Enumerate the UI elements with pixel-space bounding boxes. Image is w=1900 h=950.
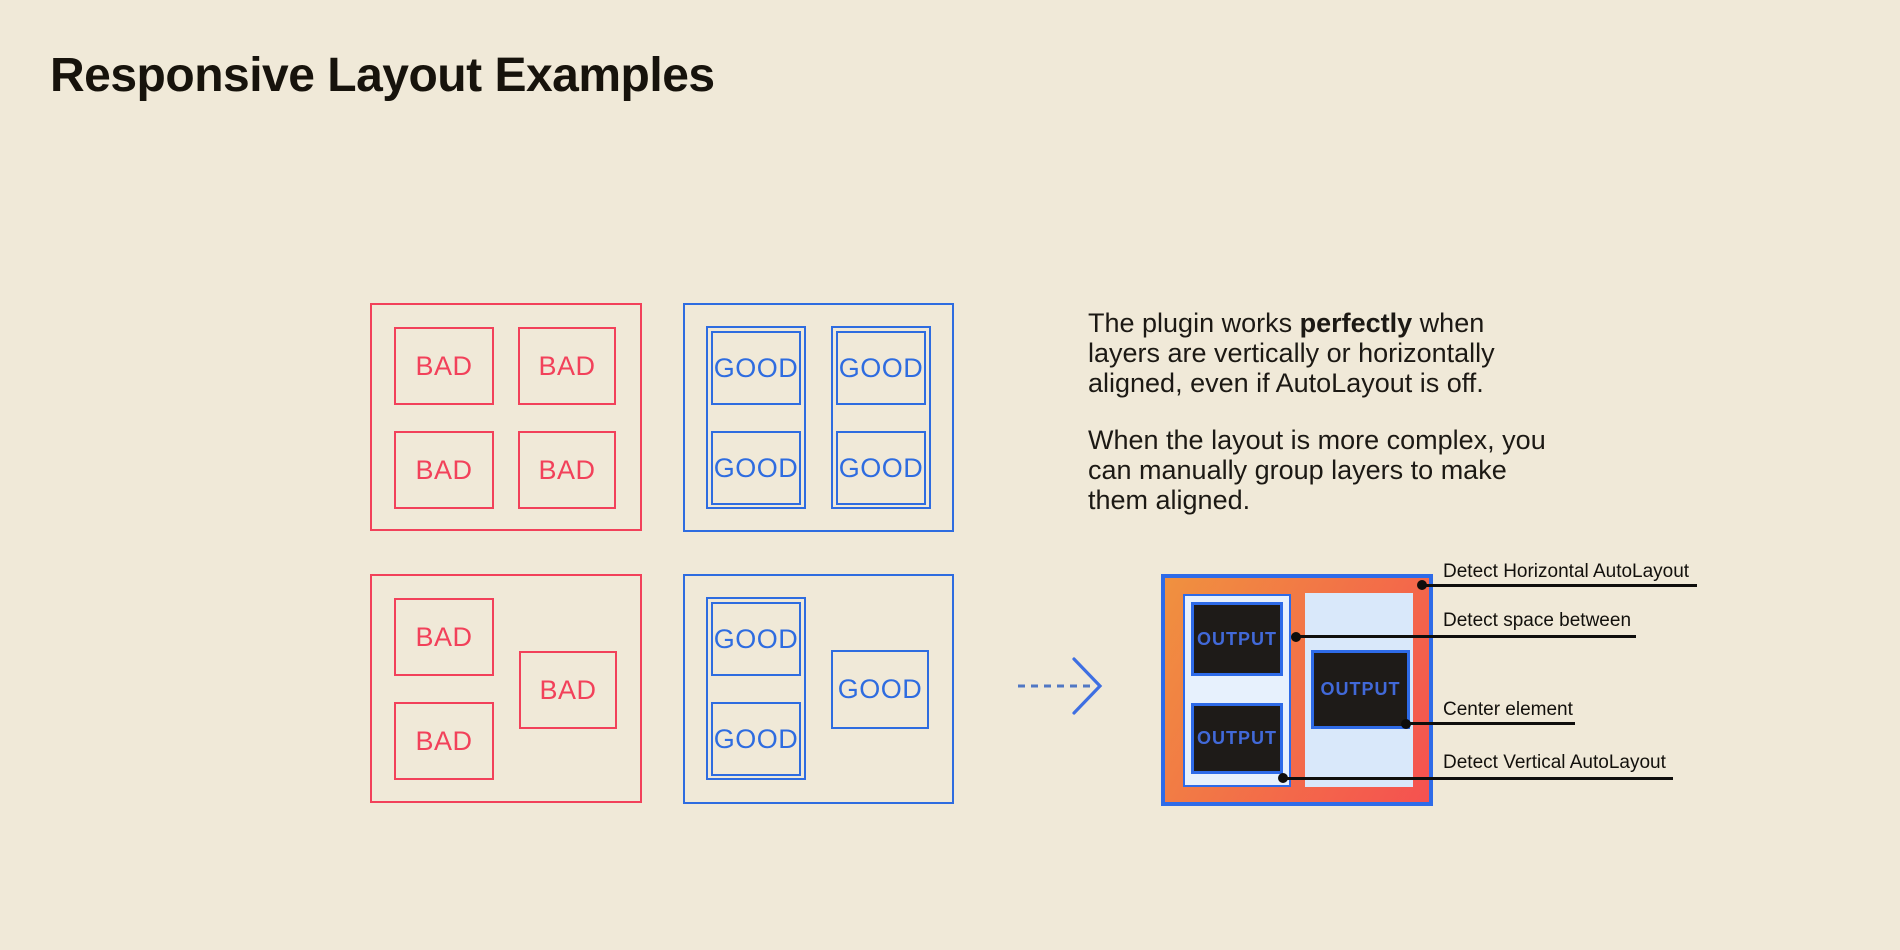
annotation-center-element: Center element [1443,699,1573,720]
connector-dot [1401,719,1411,729]
bad-box: BAD [394,431,494,509]
connector-dot [1278,773,1288,783]
bad-box: BAD [394,702,494,780]
output-box: OUTPUT [1311,650,1410,729]
good-box: GOOD [711,331,801,405]
connector-line [1283,777,1673,780]
good-box: GOOD [711,702,801,776]
bad-box: BAD [394,327,494,405]
connector-dot [1291,632,1301,642]
bad-box: BAD [518,327,616,405]
paragraph-line: can manually group layers to make [1088,455,1507,485]
output-box: OUTPUT [1191,703,1283,774]
paragraph-line: layers are vertically or horizontally [1088,338,1495,368]
bad-grid-group: BAD BAD BAD BAD [370,303,642,531]
good-box: GOOD [831,650,929,729]
connector-dot [1417,580,1427,590]
paragraph-line: The plugin works perfectly when [1088,308,1485,338]
good-box: GOOD [836,431,926,505]
annotation-detect-space-between: Detect space between [1443,610,1632,631]
vertical-autolayout-wrapper: OUTPUT OUTPUT [1183,594,1291,787]
paragraph-2: When the layout is more complex, you can… [1088,425,1568,515]
connector-line [1405,722,1575,725]
paragraph-line: them aligned. [1088,485,1251,515]
bad-box: BAD [394,598,494,676]
connector-line [1422,584,1697,587]
arrow-right-icon [1018,657,1103,715]
bad-box: BAD [518,431,616,509]
page-title: Responsive Layout Examples [50,49,715,102]
output-diagram: OUTPUT OUTPUT OUTPUT [1161,574,1433,806]
paragraph-line: aligned, even if AutoLayout is off. [1088,368,1484,398]
annotation-detect-horizontal: Detect Horizontal AutoLayout [1443,561,1690,582]
connector-line [1296,635,1636,638]
good-box: GOOD [711,602,801,676]
bad-irregular-group: BAD BAD BAD [370,574,642,803]
good-column-wrapper: GOOD GOOD [706,597,806,780]
good-irregular-group: GOOD GOOD GOOD [683,574,954,804]
paragraph-line: When the layout is more complex, you [1088,425,1546,455]
good-box: GOOD [836,331,926,405]
good-box: GOOD [711,431,801,505]
bold-word: perfectly [1299,308,1413,338]
output-box: OUTPUT [1191,602,1283,676]
good-column-wrapper: GOOD GOOD [831,326,931,509]
description-text: The plugin works perfectly when layers a… [1088,308,1568,515]
bad-box: BAD [519,651,617,729]
paragraph-1: The plugin works perfectly when layers a… [1088,308,1568,398]
good-column-wrapper: GOOD GOOD [706,326,806,509]
center-column: OUTPUT [1305,593,1413,787]
annotation-detect-vertical: Detect Vertical AutoLayout [1443,752,1666,773]
good-grid-group: GOOD GOOD GOOD GOOD [683,303,954,532]
